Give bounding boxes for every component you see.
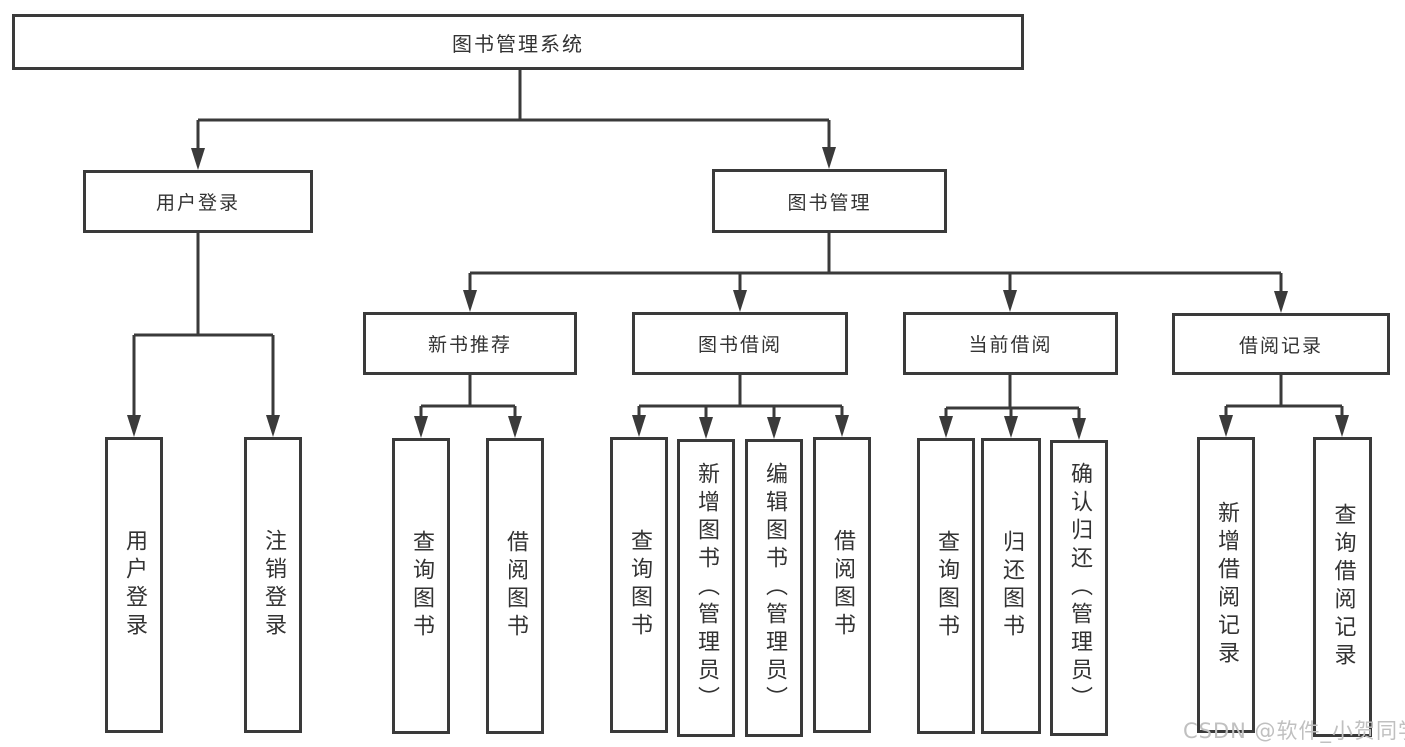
node-book-management: 图书管理 — [712, 169, 947, 233]
leaf-borrow-add-books-admin: 新增图书（管理员） — [677, 439, 735, 737]
leaf-label: 查询借阅记录 — [1330, 503, 1356, 671]
leaf-label: 借阅图书 — [830, 529, 855, 641]
node-borrow-records: 借阅记录 — [1172, 313, 1390, 375]
leaf-label: 新增图书（管理员） — [694, 462, 719, 714]
watermark: CSDN @软件_小贺同学 — [1183, 719, 1405, 743]
leaf-recommend-borrow-books: 借阅图书 — [486, 438, 544, 734]
leaf-label: 用户登录 — [122, 529, 147, 641]
leaf-label: 借阅图书 — [503, 530, 528, 642]
leaf-records-add-record: 新增借阅记录 — [1197, 437, 1255, 733]
node-book-borrow: 图书借阅 — [632, 312, 848, 375]
leaf-borrow-edit-books-admin: 编辑图书（管理员） — [745, 439, 803, 737]
leaf-recommend-query-books: 查询图书 — [392, 438, 450, 734]
leaf-label: 注销登录 — [261, 529, 286, 641]
leaf-label: 新增借阅记录 — [1214, 501, 1239, 669]
leaf-records-query-record: 查询借阅记录 — [1313, 437, 1372, 737]
leaf-label: 编辑图书（管理员） — [762, 462, 787, 714]
leaf-logout: 注销登录 — [244, 437, 302, 733]
leaf-label: 确认归还（管理员） — [1067, 462, 1092, 714]
node-root-book-management-system: 图书管理系统 — [12, 14, 1024, 70]
leaf-borrow-borrow-books: 借阅图书 — [813, 437, 871, 733]
leaf-label: 查询图书 — [627, 529, 652, 641]
leaf-borrow-query-books: 查询图书 — [610, 437, 668, 733]
node-new-book-recommend: 新书推荐 — [363, 312, 577, 375]
leaf-label: 归还图书 — [999, 530, 1024, 642]
node-user-login: 用户登录 — [83, 170, 313, 233]
leaf-current-return-books: 归还图书 — [981, 438, 1041, 734]
leaf-label: 查询图书 — [934, 530, 959, 642]
node-current-borrow: 当前借阅 — [903, 312, 1118, 375]
leaf-user-login: 用户登录 — [105, 437, 163, 733]
leaf-current-query-books: 查询图书 — [917, 438, 975, 734]
leaf-current-confirm-return-admin: 确认归还（管理员） — [1050, 440, 1108, 736]
leaf-label: 查询图书 — [409, 530, 434, 642]
